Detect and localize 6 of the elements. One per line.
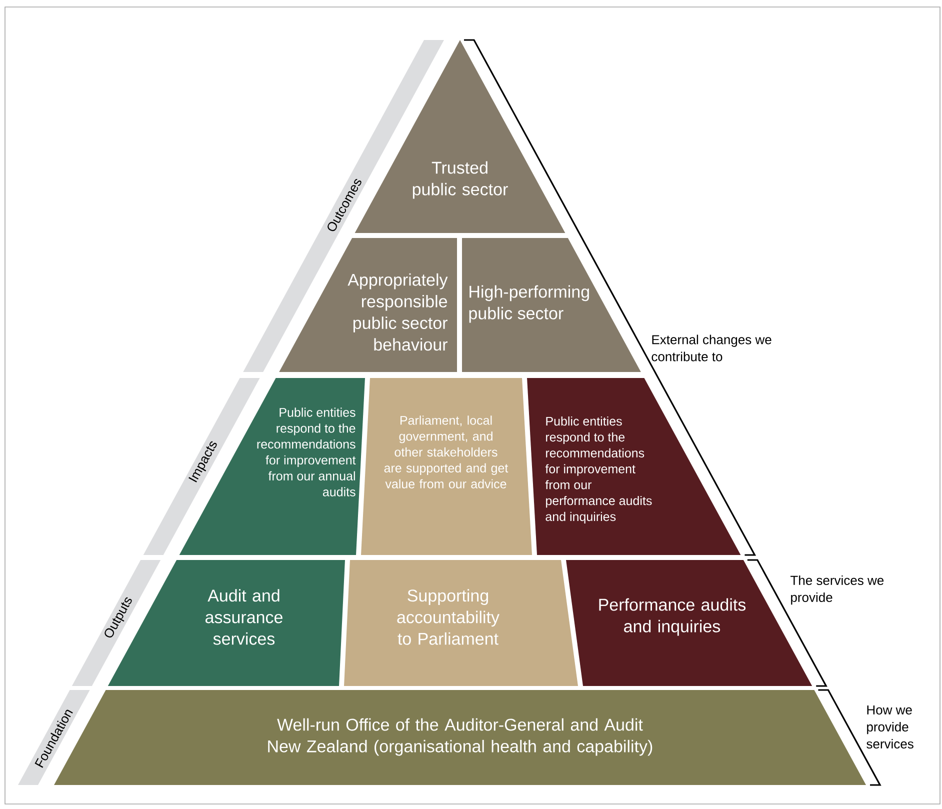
pyramid-block: Supporting accountability to Parliament: [344, 560, 578, 686]
bracket-label: External changes we contribute to: [652, 334, 772, 362]
pyramid-block: Parliament, local government, and other stakeholders are supported and get value from our advice: [361, 378, 532, 555]
pyramid-block: Appropriately responsible public sector behaviour: [279, 238, 457, 372]
pyramid-block: High-performing public sector: [462, 238, 641, 372]
pyramid-block: Public entities respond to the recommendations for improvement from our performance audits and inquiries: [527, 378, 741, 555]
